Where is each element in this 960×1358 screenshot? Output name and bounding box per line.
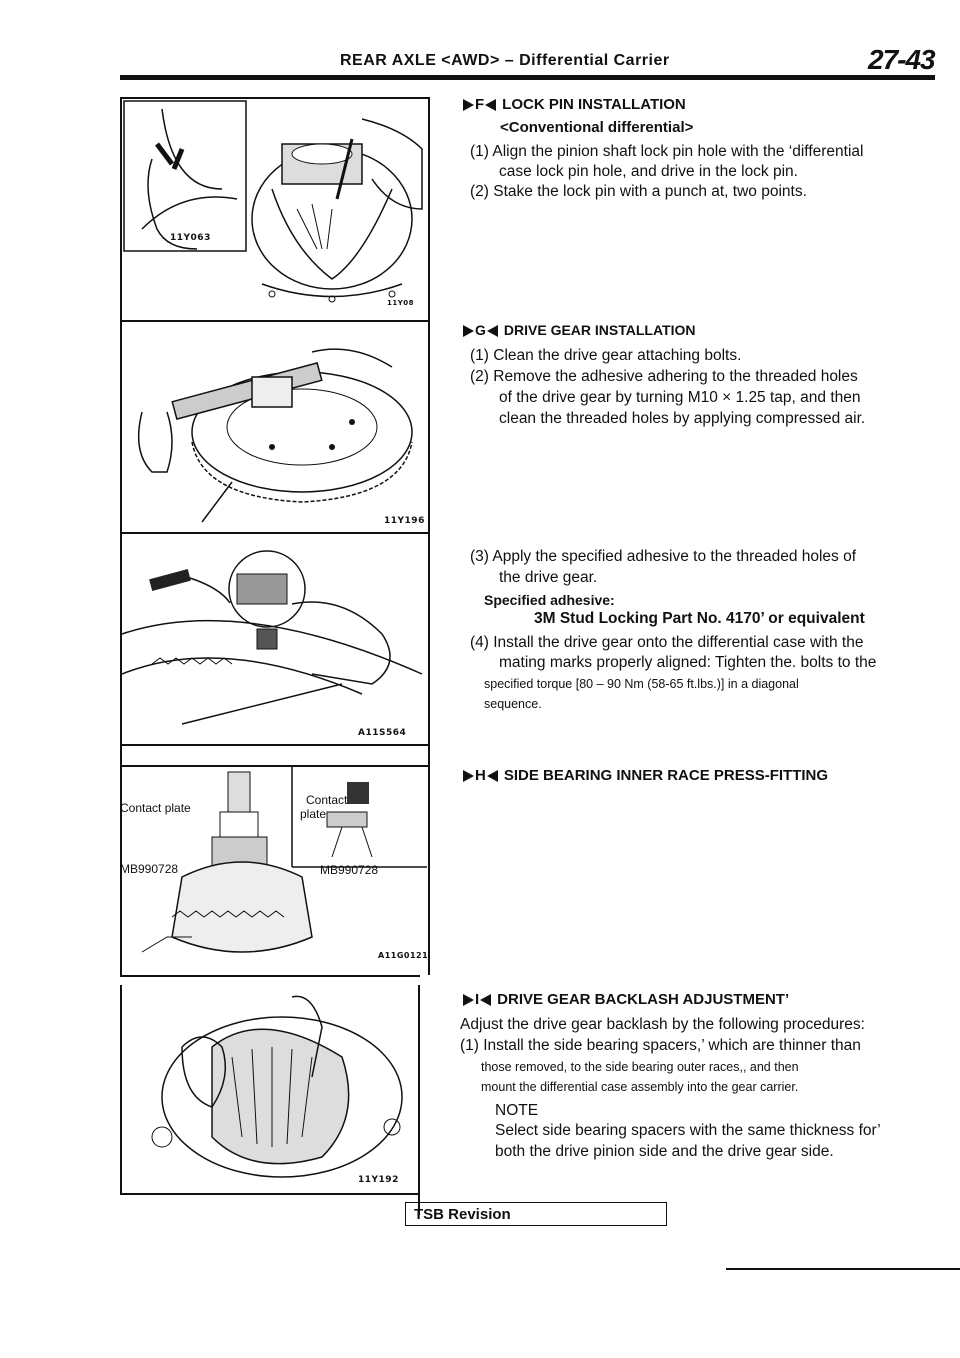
callout-contact-plate-left: Contact plate [122,801,191,815]
page-header-title: REAR AXLE <AWD> – Differential Carrier [340,52,670,69]
section-g-line-7: (4) Install the drive gear onto the diff… [470,634,864,651]
section-f-subtitle: <Conventional differential> [500,119,694,136]
figure-label: 11Y196 [384,516,425,526]
section-g-title: DRIVE GEAR INSTALLATION [503,322,696,338]
section-g-line-6: the drive gear. [499,569,598,586]
header-rule [120,75,935,80]
arrow-right-icon [463,99,474,112]
section-g-line-4: clean the threaded holes by applying com… [499,410,866,427]
note-line-1: Select side bearing spacers with the sam… [495,1122,881,1139]
arrow-right-icon [463,325,474,338]
figure-column-right-border [428,97,430,975]
figure-label: 11Y192 [358,1175,399,1185]
press-fit-illustration [141,767,427,953]
section-h-title: SIDE BEARING INNER RACE PRESS-FITTING [503,767,829,784]
section-f-line-3: (2) Stake the lock pin with a punch at, … [470,183,807,200]
section-i-line-2: (1) Install the side bearing spacers,’ w… [460,1037,861,1054]
tsb-revision-box: TSB Revision [405,1202,667,1226]
backlash-illustration [151,995,403,1178]
figure-drive-gear-tap: 11Y196 [122,322,427,530]
figure-top-rule [120,97,430,99]
adhesive-label: Specified adhesive: [484,592,615,608]
figure5-right-border [418,985,420,1215]
arrow-right-icon [463,994,474,1007]
adhesive-illustration [122,550,423,725]
figure-divider-1 [120,320,430,322]
section-g-line-3: of the drive gear by turning M10 × 1.25 … [499,389,861,406]
figure-label-main: 11Y08 [387,299,415,307]
section-i-line-3: those removed, to the side bearing outer… [481,1060,799,1074]
arrow-left-icon [486,770,498,783]
arrow-right-icon [463,770,474,783]
section-i-title: DRIVE GEAR BACKLASH ADJUSTMENT’ [497,991,790,1008]
section-g-line-9: specified torque [80 – 90 Nm (58-65 ft.l… [484,677,799,691]
callout-mb990728-right: MB990728 [320,863,379,877]
note-label: NOTE [495,1102,539,1119]
figure-label-inset: 11Y063 [170,233,211,243]
arrow-left-icon [480,994,492,1007]
callout-mb990728-left: MB990728 [122,862,179,876]
figure-lock-pin-installation: 11Y063 11Y08 [122,99,427,319]
note-line-2: both the drive pinion side and the drive… [495,1143,834,1160]
figure-apply-adhesive: A11S564 [122,534,427,742]
figure-divider-5 [120,975,420,977]
figure-label: A11S564 [358,728,407,738]
figure-label: A11G0121 [378,951,427,960]
section-g-line-2: (2) Remove the adhesive adhering to the … [470,368,858,385]
figure-divider-4 [120,765,430,767]
figure5-bottom-rule [120,1193,420,1195]
section-g-line-5: (3) Apply the specified adhesive to the … [470,548,857,565]
figure-side-bearing-press-fit: Contact plate MB990728 Contact plate MB9… [122,767,427,973]
section-f-line-2: case lock pin hole, and drive in the loc… [499,163,798,180]
page-number: 27-43 [868,44,936,75]
arrow-left-icon [486,325,498,338]
section-g-line-10: sequence. [484,697,542,711]
arrow-left-icon [485,99,497,112]
section-i-line-1: Adjust the drive gear backlash by the fo… [460,1016,865,1033]
section-f-title: LOCK PIN INSTALLATION [502,96,686,113]
section-g-line-1: (1) Clean the drive gear attaching bolts… [470,347,742,364]
footer-rule [726,1268,960,1270]
callout-contact-right: Contact [306,793,348,807]
drive-gear-tap-illustration [137,348,413,523]
figure-divider-2 [120,532,430,534]
section-g-line-8: mating marks properly aligned: Tighten t… [499,654,877,671]
figure-divider-3 [120,744,430,746]
section-i-line-4: mount the differential case assembly int… [481,1080,799,1094]
figure-column-left-border [120,97,122,975]
adhesive-value: 3M Stud Locking Part No. 4170’ or equiva… [534,610,865,627]
callout-plate-right: plate [300,807,327,821]
lock-pin-illustration [123,100,423,303]
section-f-line-1: (1) Align the pinion shaft lock pin hole… [470,143,864,160]
figure5-left-border [120,985,122,1195]
figure-backlash-adjustment: 11Y192 [122,987,417,1191]
